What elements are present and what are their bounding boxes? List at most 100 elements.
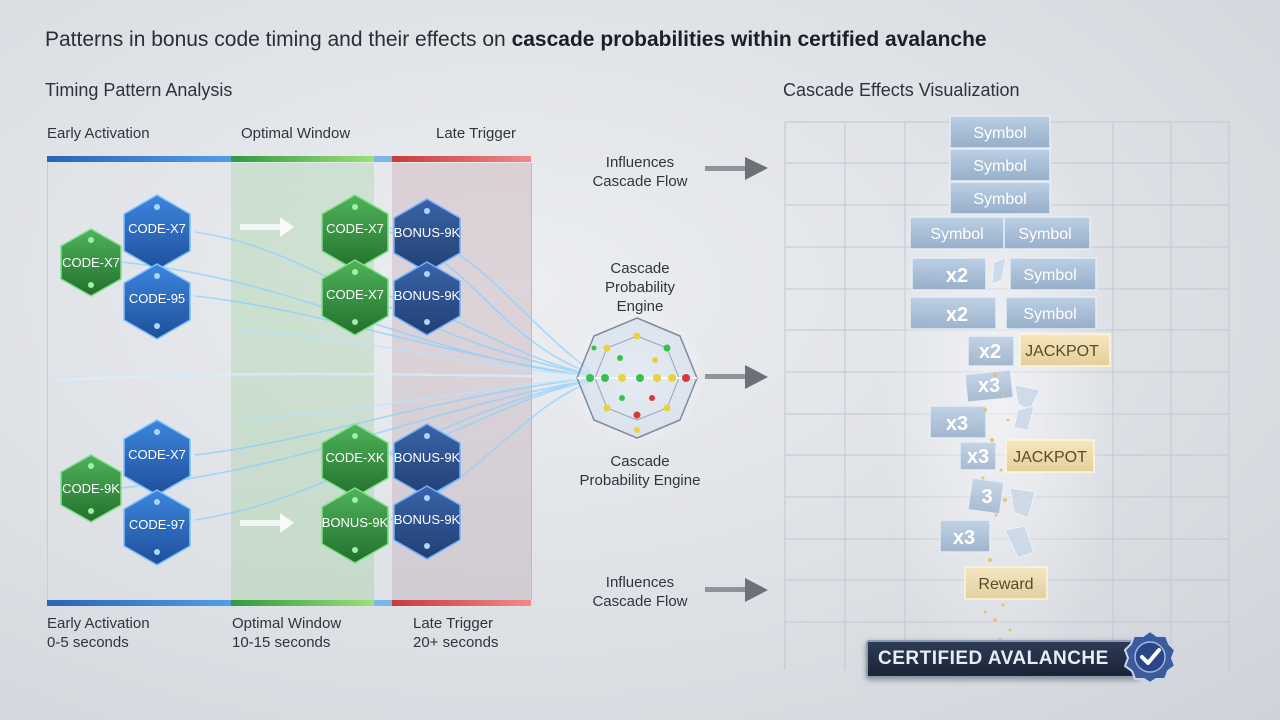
svg-text:CODE-X7: CODE-X7	[128, 221, 186, 236]
svg-text:x3: x3	[967, 446, 989, 468]
tile-symbol-5: Symbol	[1003, 216, 1091, 250]
tile-x3-4: x3	[939, 519, 991, 553]
svg-text:BONUS-9K: BONUS-9K	[322, 515, 389, 530]
svg-text:CODE-9K: CODE-9K	[62, 481, 120, 496]
svg-text:x3: x3	[978, 375, 1000, 397]
tile-jackpot-1: JACKPOT	[1019, 333, 1111, 367]
tile-symbol-1: Symbol	[949, 115, 1051, 149]
svg-text:3: 3	[981, 486, 992, 508]
arrow-influences-bottom	[705, 578, 768, 602]
svg-text:x3: x3	[946, 413, 968, 435]
tile-reward: Reward	[964, 566, 1048, 600]
arrow-influences-top	[705, 157, 768, 180]
tile-jackpot-2: JACKPOT	[1005, 439, 1095, 473]
range-optimal: 10-15 seconds	[232, 634, 331, 651]
tile-x3-2: x3	[929, 405, 987, 439]
bar-gap-top	[374, 156, 392, 162]
tile-symbol-7: Symbol	[1005, 296, 1097, 330]
optimal-arrow-bottom	[240, 513, 294, 533]
svg-text:CODE-XK: CODE-XK	[325, 450, 385, 465]
timing-section-title: Timing Pattern Analysis	[45, 80, 233, 100]
tile-symbol-3: Symbol	[949, 181, 1051, 215]
svg-text:JACKPOT: JACKPOT	[1013, 449, 1087, 466]
hex-green-bottom-mid-2: BONUS-9K	[321, 487, 389, 564]
svg-text:Symbol: Symbol	[973, 191, 1026, 208]
svg-text:x2: x2	[946, 265, 968, 287]
svg-text:BONUS-9K: BONUS-9K	[394, 450, 461, 465]
tile-fragments	[991, 257, 1041, 559]
svg-text:Symbol: Symbol	[973, 158, 1026, 175]
probability-engine	[567, 308, 707, 448]
hex-navy-bottom-1: BONUS-9K	[393, 423, 461, 498]
arrow-engine	[705, 365, 768, 389]
hex-green-bottom-mid-1: CODE-XK	[321, 423, 389, 498]
badge-label: CERTIFIED AVALANCHE	[878, 648, 1109, 669]
tile-3: 3	[967, 477, 1005, 515]
svg-text:CODE-X7: CODE-X7	[326, 287, 384, 302]
bar-late-bottom	[392, 600, 531, 606]
svg-text:x3: x3	[953, 527, 975, 549]
optimal-arrow-top	[240, 217, 294, 237]
bar-gap-bottom	[374, 600, 392, 606]
svg-text:Symbol: Symbol	[1018, 226, 1071, 243]
svg-text:Reward: Reward	[978, 576, 1033, 593]
zone-label-optimal: Optimal Window	[241, 125, 351, 142]
cascade-section-title: Cascade Effects Visualization	[783, 80, 1020, 100]
hex-green-top-mid-2: CODE-X7	[321, 259, 389, 336]
svg-text:Symbol: Symbol	[1023, 267, 1076, 284]
bar-early-bottom	[47, 600, 231, 606]
hex-navy-bottom-2: BONUS-9K	[393, 485, 461, 560]
hex-green-top-mid-1: CODE-X7	[321, 194, 389, 271]
svg-text:CODE-X7: CODE-X7	[326, 221, 384, 236]
zone-label-late: Late Trigger	[436, 125, 517, 142]
page-title: Patterns in bonus code timing and their …	[45, 28, 987, 51]
gold-sparkles	[981, 373, 1012, 642]
tile-x3-3: x3	[959, 441, 997, 471]
hex-blue-top-1: CODE-X7	[123, 194, 191, 271]
hex-blue-bottom-1: CODE-X7	[123, 419, 191, 496]
svg-text:x2: x2	[946, 304, 968, 326]
bar-optimal-top	[231, 156, 374, 162]
range-early: 0-5 seconds	[47, 634, 129, 651]
zone-label-early: Early Activation	[47, 125, 150, 142]
tile-x2-1: x2	[911, 257, 987, 291]
hex-green-bottom-left: CODE-9K	[60, 454, 122, 523]
check-seal-icon	[1123, 629, 1177, 684]
certified-avalanche-badge: CERTIFIED AVALANCHE	[866, 640, 1140, 678]
range-late: 20+ seconds	[413, 634, 499, 651]
tile-x2-3: x2	[967, 335, 1015, 367]
svg-text:CODE-X7: CODE-X7	[128, 447, 186, 462]
bar-optimal-bottom	[231, 600, 374, 606]
svg-text:CODE-95: CODE-95	[129, 291, 185, 306]
hex-navy-top-1: BONUS-9K	[393, 198, 461, 273]
hex-green-top-left: CODE-X7	[60, 228, 122, 297]
tile-symbol-4: Symbol	[909, 216, 1005, 250]
hex-navy-top-2: BONUS-9K	[393, 261, 461, 336]
tile-x2-2: x2	[909, 296, 997, 330]
svg-text:Symbol: Symbol	[973, 125, 1026, 142]
hex-blue-top-2: CODE-95	[123, 263, 191, 340]
svg-text:BONUS-9K: BONUS-9K	[394, 288, 461, 303]
svg-text:JACKPOT: JACKPOT	[1025, 343, 1099, 360]
zone-early	[47, 163, 232, 600]
tile-symbol-2: Symbol	[949, 148, 1051, 182]
svg-text:Symbol: Symbol	[1023, 306, 1076, 323]
svg-text:CODE-97: CODE-97	[129, 517, 185, 532]
tile-symbol-6: Symbol	[1009, 257, 1097, 291]
tile-x3-1: x3	[963, 368, 1015, 404]
svg-text:BONUS-9K: BONUS-9K	[394, 225, 461, 240]
hex-blue-bottom-2: CODE-97	[123, 489, 191, 566]
svg-text:x2: x2	[979, 341, 1001, 363]
svg-text:Symbol: Symbol	[930, 226, 983, 243]
bar-late-top	[392, 156, 531, 162]
svg-text:CODE-X7: CODE-X7	[62, 255, 120, 270]
svg-text:BONUS-9K: BONUS-9K	[394, 512, 461, 527]
